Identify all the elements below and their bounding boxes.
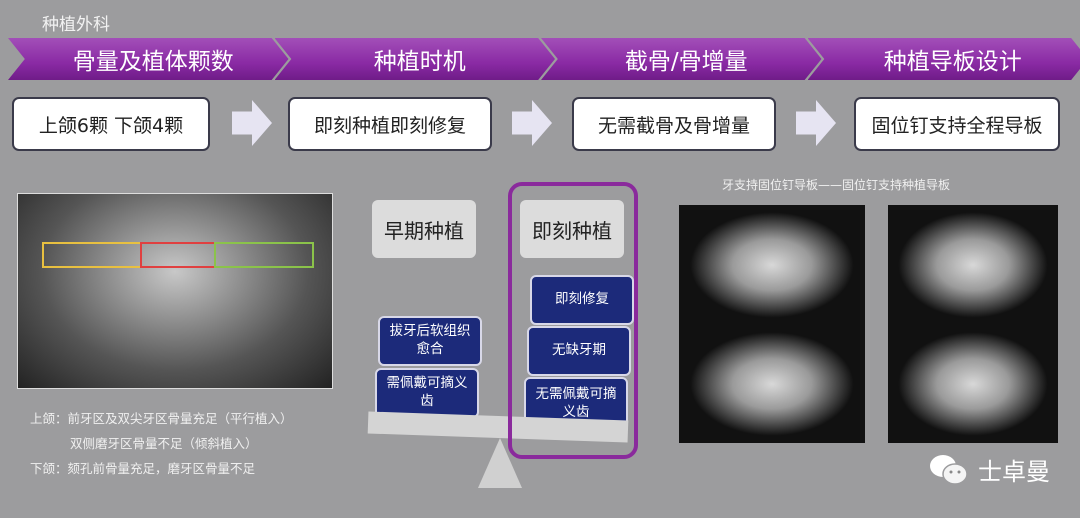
step-box-implant-count: 上颌6颗 下颌4颗 xyxy=(12,97,210,151)
page-title: 种植外科 xyxy=(42,15,110,35)
immediate-item: 即刻修复 xyxy=(530,275,634,325)
early-item: 需佩戴可摘义齿 xyxy=(375,368,479,418)
arrow-right-icon xyxy=(512,100,552,146)
tooth-supported-guide-photo xyxy=(679,325,865,443)
arrow-right-icon xyxy=(796,100,836,146)
step-box-timing: 即刻种植即刻修复 xyxy=(288,97,492,151)
step-box-bone: 无需截骨及骨增量 xyxy=(572,97,776,151)
banner-step-4: 种植导板设计 xyxy=(807,38,1080,80)
pin-supported-guide-photo xyxy=(888,205,1058,325)
guide-caption: 牙支持固位钉导板——固位钉支持种植导板 xyxy=(722,178,951,192)
xray-zone-marker xyxy=(42,242,142,268)
arrow-right-icon xyxy=(232,100,272,146)
immediate-implant-label: 即刻种植 xyxy=(520,200,624,258)
brand-name: 士卓曼 xyxy=(978,458,1050,486)
banner-step-1: 骨量及植体颗数 xyxy=(8,38,289,80)
note-upper-molar: 双侧磨牙区骨量不足（倾斜植入） xyxy=(70,436,258,451)
immediate-item: 无缺牙期 xyxy=(527,326,631,376)
xray-zone-marker xyxy=(140,242,216,268)
wechat-icon xyxy=(930,454,968,485)
early-item: 拔牙后软组织愈合 xyxy=(378,316,482,366)
banner-step-2: 种植时机 xyxy=(274,38,555,80)
pin-supported-guide-photo xyxy=(888,325,1058,443)
note-upper: 上颌：前牙区及双尖牙区骨量充足（平行植入） xyxy=(30,411,293,426)
note-lower: 下颌：颏孔前骨量充足，磨牙区骨量不足 xyxy=(30,461,256,476)
highlight-frame xyxy=(508,182,638,459)
step-box-guide: 固位钉支持全程导板 xyxy=(854,97,1060,151)
process-banner: 骨量及植体颗数 种植时机 截骨/骨增量 种植导板设计 xyxy=(8,38,1080,80)
tooth-supported-guide-photo xyxy=(679,205,865,325)
xray-zone-marker xyxy=(214,242,314,268)
wechat-brand: 士卓曼 xyxy=(928,452,1050,487)
banner-step-3: 截骨/骨增量 xyxy=(541,38,822,80)
early-implant-label: 早期种植 xyxy=(372,200,476,258)
panoramic-xray-image xyxy=(17,193,333,389)
